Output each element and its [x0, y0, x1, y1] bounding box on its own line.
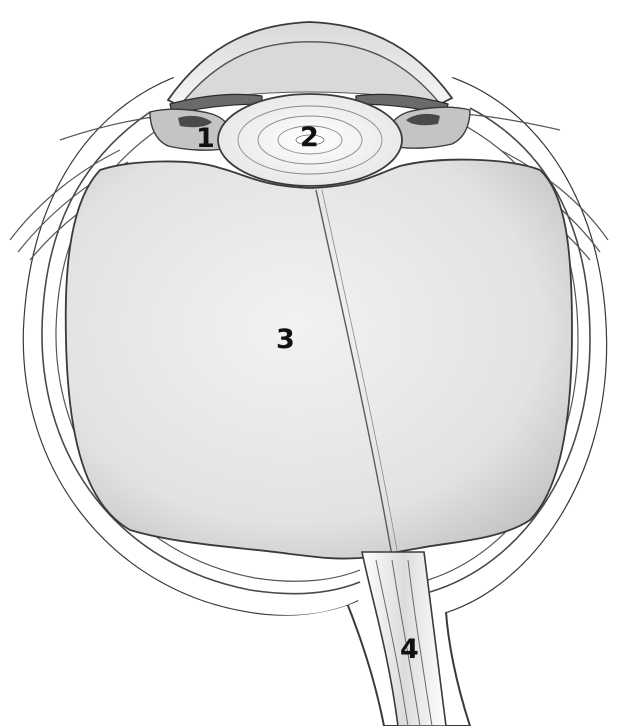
label-2: 2 — [300, 122, 319, 153]
label-4: 4 — [400, 634, 419, 665]
label-1: 1 — [196, 123, 215, 154]
vitreous-body — [66, 160, 572, 559]
label-3: 3 — [276, 324, 295, 355]
